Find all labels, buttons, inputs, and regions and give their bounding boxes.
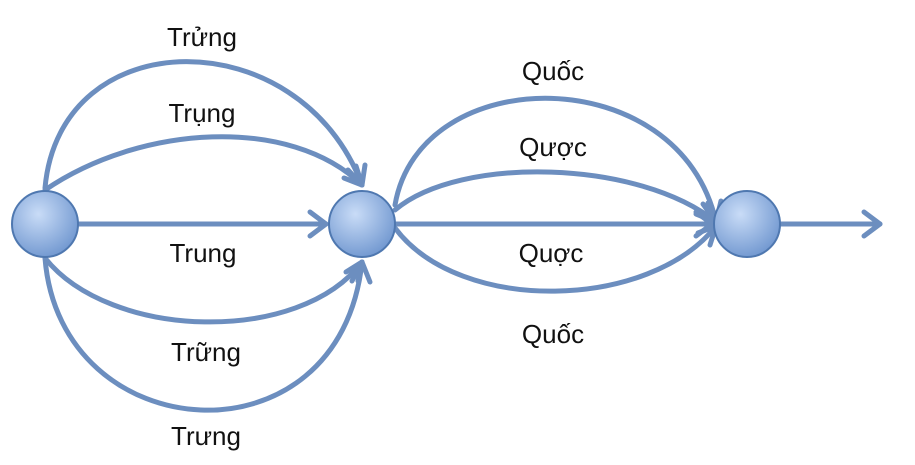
arrowhead-icon xyxy=(861,209,883,239)
edge-label: Trụng xyxy=(169,98,236,128)
arrowhead-icon xyxy=(341,163,365,188)
edge-label: Quốc xyxy=(522,56,584,86)
edge-n1-n2-bottom xyxy=(42,255,365,413)
node-1 xyxy=(11,190,79,258)
edge-label: Trưng xyxy=(171,421,241,451)
edge-label: Trửng xyxy=(167,22,237,52)
arrowhead-icon xyxy=(307,209,329,239)
node-3 xyxy=(713,190,781,258)
node-2 xyxy=(328,190,396,258)
edge-n2-n3-lower xyxy=(392,223,719,294)
edge-label: Qược xyxy=(519,132,587,162)
edge-n1-n2-top xyxy=(42,59,365,191)
arrowhead-icon xyxy=(349,259,373,285)
edge-n2-n3-top xyxy=(392,95,719,225)
edge-n1-n2-upper xyxy=(42,134,365,193)
edge-label: Quốc xyxy=(522,319,584,349)
edge-label: Quợc xyxy=(519,238,584,268)
edge-n1-n2-lower xyxy=(42,255,365,325)
edge-label: Trững xyxy=(171,337,241,367)
edge-label: Trung xyxy=(170,238,237,268)
edge-n2-n3-upper xyxy=(392,169,719,225)
